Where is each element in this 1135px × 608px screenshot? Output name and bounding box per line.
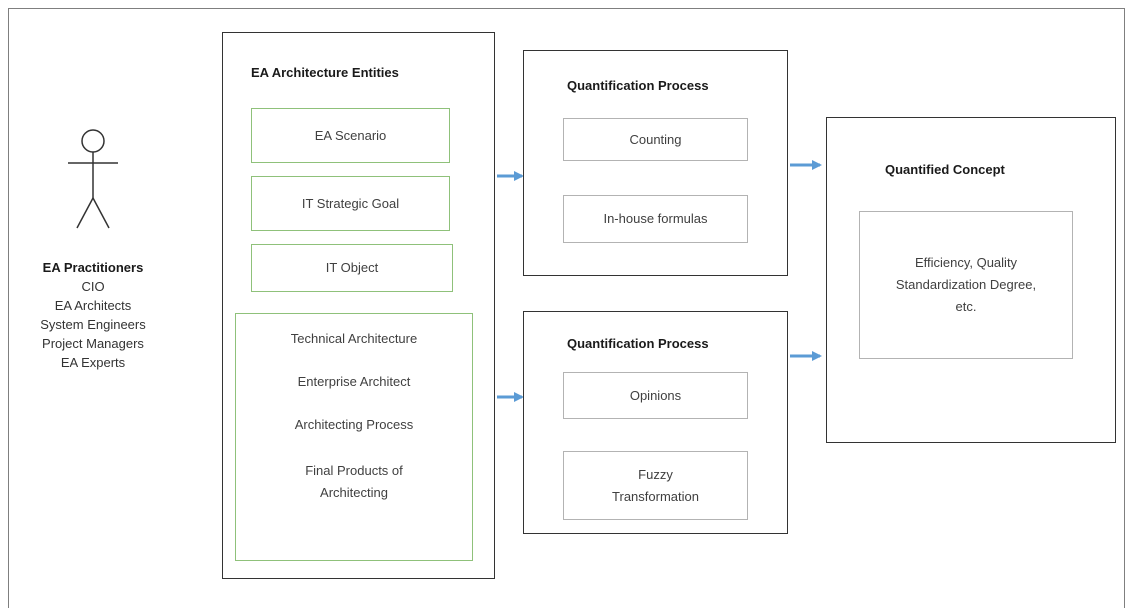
- entity-group-item: Architecting Process: [294, 417, 414, 432]
- actor-role: Project Managers: [42, 336, 144, 351]
- actor-title: EA Practitioners: [42, 260, 144, 275]
- actor-role: System Engineers: [40, 317, 146, 332]
- process-bottom-title: Quantification Process: [567, 336, 709, 351]
- entity-item: IT Object: [251, 244, 453, 292]
- stick-figure-icon: [68, 129, 118, 229]
- entity-item: EA Scenario: [251, 108, 450, 163]
- entity-group-item: Final Products of Architecting: [305, 463, 403, 500]
- entities-title: EA Architecture Entities: [251, 65, 399, 80]
- process-step: Fuzzy Transformation: [563, 451, 748, 520]
- actor-role: EA Experts: [60, 355, 126, 370]
- process-step: In-house formulas: [563, 195, 748, 243]
- diagram-frame: [8, 8, 1125, 608]
- concept-body: Efficiency, Quality Standardization Degr…: [859, 211, 1073, 359]
- concept-title: Quantified Concept: [885, 162, 1005, 177]
- actor-role: CIO: [81, 279, 105, 294]
- entity-item: IT Strategic Goal: [251, 176, 450, 231]
- process-step: Opinions: [563, 372, 748, 419]
- entity-group-box: Technical Architecture Enterprise Archit…: [235, 313, 473, 561]
- actor-label: EA Practitioners CIO EA Architects Syste…: [18, 258, 168, 372]
- entity-group-item: Technical Architecture: [290, 331, 418, 346]
- entity-group-item: Enterprise Architect: [297, 374, 411, 389]
- process-step: Counting: [563, 118, 748, 161]
- actor-role: EA Architects: [54, 298, 132, 313]
- process-top-title: Quantification Process: [567, 78, 709, 93]
